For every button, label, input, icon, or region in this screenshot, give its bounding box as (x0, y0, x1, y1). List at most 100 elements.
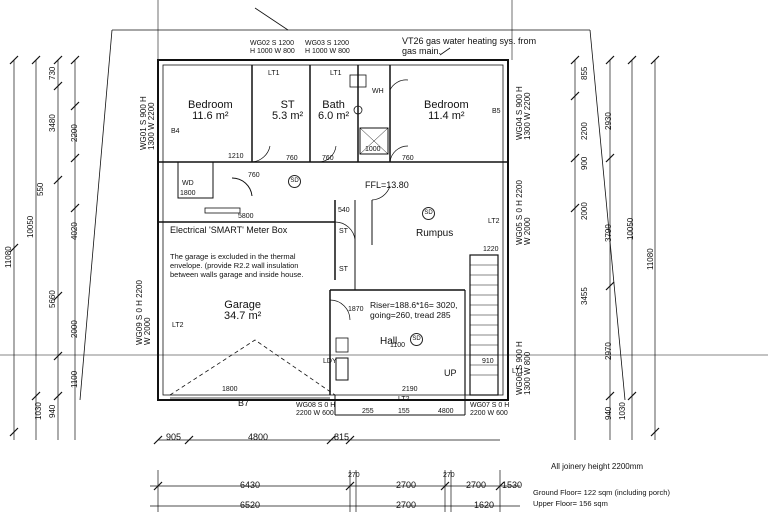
dim-left-total-0: 10050 (26, 215, 35, 238)
b4-label: B4 (171, 128, 180, 135)
dim-interior-21: 2190 (402, 386, 418, 393)
outer-wall (157, 59, 509, 401)
lt1-label-3: LT1 (512, 368, 524, 375)
dim-right-inner-1: 2200 (580, 122, 589, 140)
dim-left-inner-0: 2200 (70, 124, 79, 142)
up-label: UP (444, 368, 457, 378)
dim-bottom-row2-1: 6430 (240, 480, 261, 490)
lt2-label-1: LT2 (488, 218, 500, 225)
dim-interior-18: 1100 (390, 342, 406, 349)
dim-left-total-1: 11080 (4, 246, 13, 268)
dim-interior-9: 540 (338, 207, 350, 214)
smoke-detector-icon: SD (288, 175, 301, 188)
window-tag-wg08: WG08 S 0 H 2200 W 600 (296, 402, 336, 417)
window-tag-wg01: WG01 S 900 H 1300 W 2200 (139, 96, 156, 150)
dim-right-outer-2: 2970 (604, 342, 613, 360)
dim-interior-23: 255 (362, 408, 374, 415)
lt1-label-2: LT1 (330, 70, 342, 77)
room-name: ST (280, 99, 295, 111)
b5-label: B5 (492, 108, 501, 115)
dim-right-outer-1: 3790 (604, 224, 613, 242)
dim-bottom-row1-2: 815 (334, 432, 350, 442)
window-tag-wg03: WG03 S 1200 H 1000 W 800 (305, 40, 350, 55)
room-bedroom-right: Bedroom 11.4 m² (424, 100, 469, 122)
window-tag-wg07: WG07 S 0 H 2200 W 600 (470, 402, 510, 417)
window-tag-wg02: WG02 S 1200 H 1000 W 800 (250, 40, 295, 55)
room-st-top: ST 5.3 m² (272, 100, 303, 122)
dim-interior-25: 1800 (222, 386, 238, 393)
room-name: Bath (322, 99, 345, 111)
boundary-line-left (79, 29, 113, 401)
smoke-detector-icon: SD (422, 207, 435, 220)
boundary-line-right (589, 29, 626, 401)
room-name: Hall (380, 336, 398, 347)
dim-interior-19: 1220 (483, 246, 499, 253)
window-tag-wg09: WG09 S 0 H 2200 W 2000 (135, 280, 152, 345)
dim-left-outer-7: 1030 (34, 402, 43, 420)
dim-interior-2: 760 (322, 155, 334, 162)
dim-interior-24: 4800 (438, 408, 454, 415)
room-area: 6.0 m² (318, 110, 350, 122)
dim-bottom-row1-0: 905 (166, 432, 182, 442)
dim-bottom-row3-4: 1620 (474, 500, 495, 510)
room-area: 5.3 m² (272, 110, 304, 122)
dim-left-outer-4: 5660 (48, 290, 57, 308)
ffl-label: FFL=13.80 (365, 180, 409, 190)
b7-label: B7 (238, 398, 250, 408)
dim-bottom-row2-4: 2700 (396, 480, 417, 490)
room-rumpus: Rumpus (416, 228, 453, 239)
window-tag-wg04: WG04 S 900 H 1300 W 2200 (515, 86, 532, 140)
garage-note: The garage is excluded in the thermal en… (170, 252, 304, 279)
dim-interior-20: 910 (482, 358, 494, 365)
room-area: 11.4 m² (428, 110, 465, 122)
dim-left-outer-6: 1100 (70, 370, 79, 388)
dim-right-inner-0: 855 (580, 66, 589, 80)
room-area: 34.7 m² (224, 310, 262, 322)
dim-right-outer-4: 1030 (618, 402, 627, 420)
wd-label: WD (182, 180, 194, 187)
room-name: Rumpus (416, 228, 454, 239)
joinery-note: All joinery height 2200mm (551, 462, 644, 471)
room-name: Bedroom (188, 99, 233, 111)
dim-right-inner-4: 3455 (580, 287, 589, 305)
room-hall: Hall (380, 336, 397, 347)
dim-interior-8: 5800 (238, 213, 254, 220)
smoke-detector-icon: SD (410, 333, 423, 346)
lt2-label-3: LT2 (398, 396, 410, 403)
dim-bottom-row2-top-0: 270 (348, 472, 360, 479)
dim-left-outer-1: 3480 (48, 114, 57, 132)
room-garage: Garage 34.7 m² (224, 300, 261, 322)
wd-dimension: 1800 (180, 190, 196, 197)
window-tag-wg05: WG05 S 0 H 2200 W 2000 (515, 180, 532, 245)
window-tag-wg06: WG06 S 900 H 1300 W 800 (515, 341, 532, 395)
dim-interior-0: 1210 (228, 153, 244, 160)
dim-interior-5: 1000 (365, 146, 381, 153)
dim-right-inner-3: 2000 (580, 202, 589, 220)
room-area: 11.6 m² (192, 110, 229, 122)
dim-bottom-row2-6: 2700 (466, 480, 487, 490)
dim-left-outer-8: 940 (48, 404, 57, 418)
dim-bottom-row1-1: 4800 (248, 432, 269, 442)
riser-note: Riser=188.6*16= 3020, going=260, tread 2… (370, 300, 458, 320)
dim-interior-16: 1870 (348, 306, 364, 313)
dim-left-outer-3: 4020 (70, 222, 79, 240)
wh-label: WH (372, 88, 384, 95)
dim-interior-22: 155 (398, 408, 410, 415)
dim-right-total-0: 10050 (626, 217, 635, 240)
dim-interior-4: 760 (248, 172, 260, 179)
st-label-1: ST (339, 228, 348, 235)
dim-bottom-row2-top-1: 270 (443, 472, 455, 479)
lt1-label-1: LT1 (268, 70, 280, 77)
dim-interior-1: 760 (286, 155, 298, 162)
dim-interior-3: 760 (402, 155, 414, 162)
dim-right-outer-0: 2930 (604, 112, 613, 130)
st-label-2: ST (339, 266, 348, 273)
dim-bottom-row2-8: 1530 (502, 480, 523, 490)
room-bath: Bath 6.0 m² (318, 100, 349, 122)
dim-right-outer-3: 940 (604, 406, 613, 420)
dim-bottom-row3-2: 2700 (396, 500, 417, 510)
room-name: Garage (224, 299, 261, 311)
ldy-label: LDY (323, 358, 337, 365)
dim-left-outer-2: 550 (36, 182, 45, 196)
